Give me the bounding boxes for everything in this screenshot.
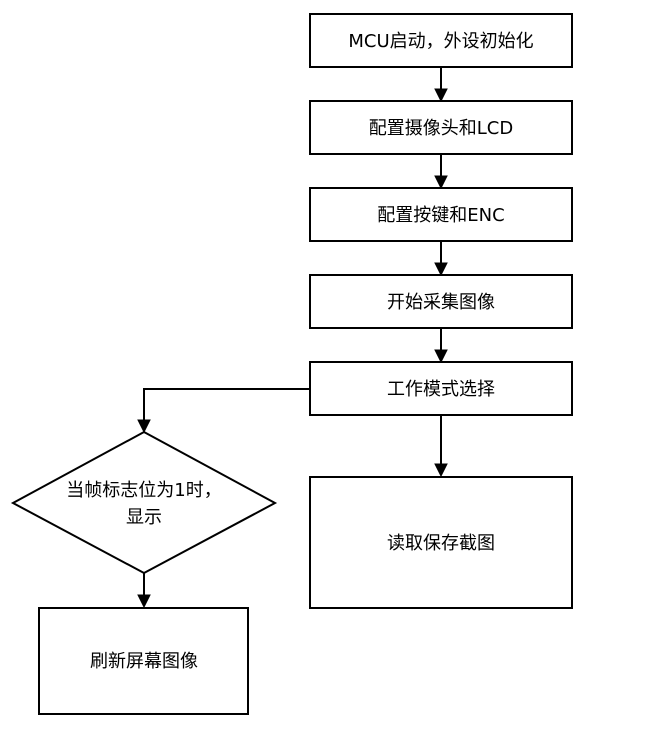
node-frame-flag-decision: 当帧标志位为1时， 显示 bbox=[10, 430, 278, 575]
node-start-capture: 开始采集图像 bbox=[309, 274, 573, 329]
arrowhead-icon bbox=[137, 594, 151, 609]
node-label: 配置按键和ENC bbox=[377, 205, 504, 226]
node-refresh-screen: 刷新屏幕图像 bbox=[38, 607, 249, 715]
node-label: 刷新屏幕图像 bbox=[90, 651, 198, 672]
node-label: MCU启动，外设初始化 bbox=[348, 31, 533, 52]
node-label: 开始采集图像 bbox=[387, 292, 495, 313]
node-config-keys-enc: 配置按键和ENC bbox=[309, 187, 573, 242]
node-mode-select: 工作模式选择 bbox=[309, 361, 573, 416]
node-label: 工作模式选择 bbox=[387, 379, 495, 400]
node-mcu-init: MCU启动，外设初始化 bbox=[309, 13, 573, 68]
node-label: 配置摄像头和LCD bbox=[369, 118, 513, 139]
arrowhead-icon bbox=[434, 175, 448, 190]
arrowhead-icon bbox=[434, 349, 448, 364]
arrowhead-icon bbox=[434, 88, 448, 103]
node-read-save-screenshot: 读取保存截图 bbox=[309, 476, 573, 609]
arrowhead-icon bbox=[137, 419, 151, 434]
flowchart-edges bbox=[137, 67, 448, 609]
arrowhead-icon bbox=[434, 262, 448, 277]
node-label-line2: 显示 bbox=[126, 507, 162, 528]
node-config-camera-lcd: 配置摄像头和LCD bbox=[309, 100, 573, 155]
arrowhead-icon bbox=[434, 463, 448, 478]
node-label-line1: 当帧标志位为1时， bbox=[66, 480, 221, 501]
node-label: 读取保存截图 bbox=[387, 533, 495, 554]
edge-mode-to-decision bbox=[143, 388, 310, 421]
